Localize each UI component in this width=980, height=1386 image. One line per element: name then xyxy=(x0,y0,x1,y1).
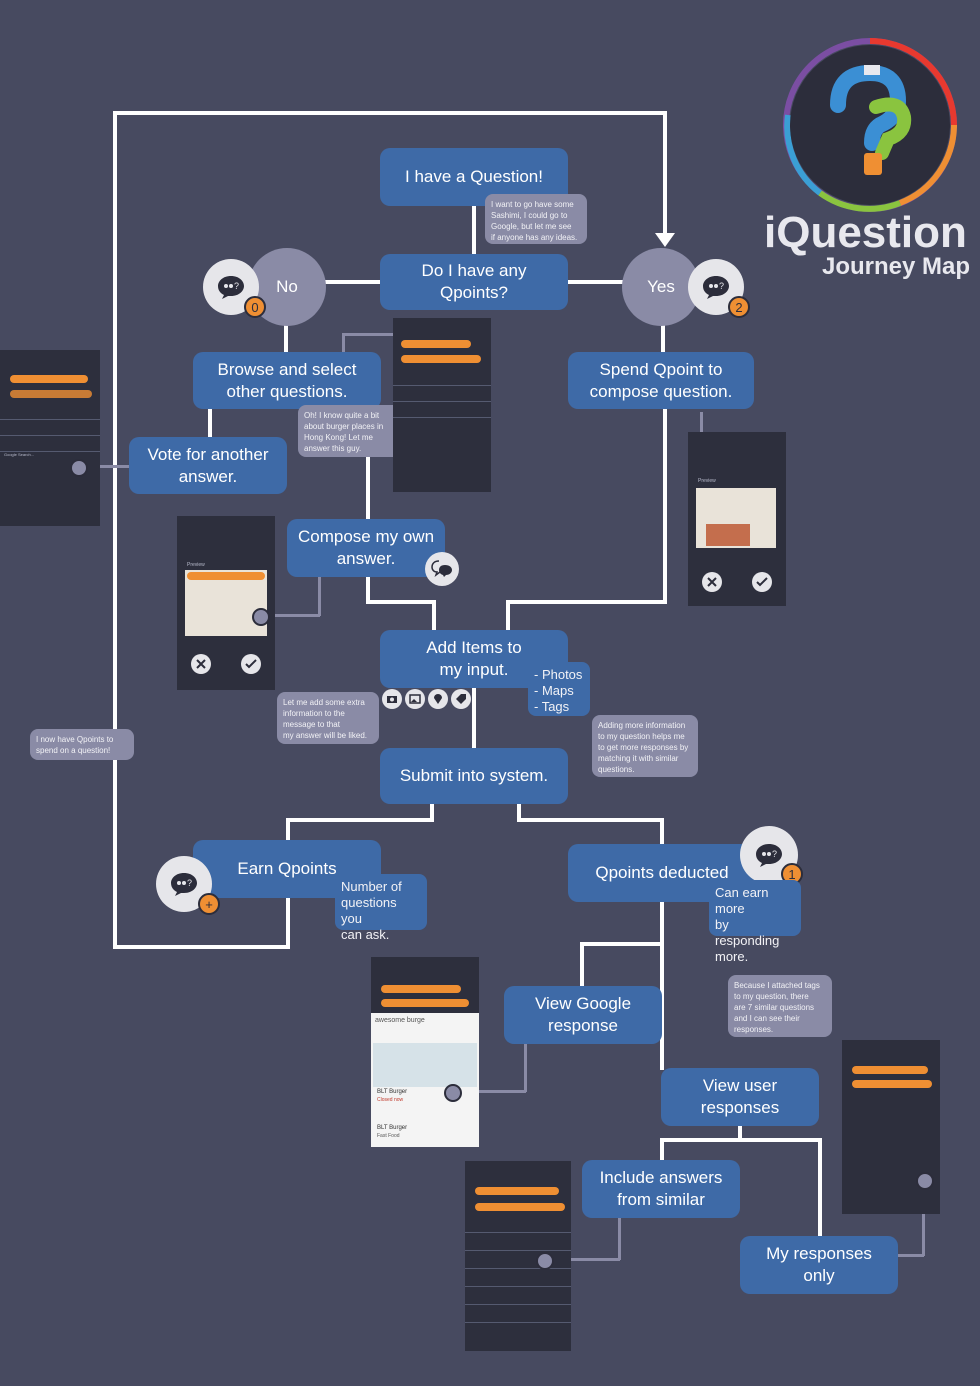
search-label: Google Search... xyxy=(4,452,35,457)
svg-text:?: ? xyxy=(772,849,777,859)
connector-dot xyxy=(444,1084,462,1102)
logo-title: iQuestion xyxy=(764,208,967,257)
node-submit: Submit into system. xyxy=(380,748,568,804)
result-note: Closed now xyxy=(377,1097,404,1103)
confirm-icon[interactable] xyxy=(752,572,772,592)
node-browse: Browse and select other questions. xyxy=(193,352,381,409)
connector-dot xyxy=(70,459,88,477)
google-query: awesome burge xyxy=(375,1017,425,1024)
connector-dot xyxy=(536,1252,554,1270)
qpoint-count-badge: 2 xyxy=(728,296,750,318)
phone-mockup-preview-answer: Preview xyxy=(177,516,275,690)
compose-answer-icon xyxy=(425,552,459,586)
note-tags: Because I attached tags to my question, … xyxy=(728,975,832,1037)
confirm-icon[interactable] xyxy=(241,654,261,674)
node-vote: Vote for another answer. xyxy=(129,437,287,494)
logo-subtitle: Journey Map xyxy=(822,253,971,280)
connector-dot xyxy=(252,608,270,626)
node-include: Include answers from similar xyxy=(582,1160,740,1218)
result-title: BLT Burger xyxy=(377,1089,408,1095)
preview-label: Preview xyxy=(187,562,205,568)
preview-label: Preview xyxy=(698,478,716,484)
tag-icon xyxy=(451,689,471,709)
node-have-question: I have a Question! xyxy=(380,148,568,206)
connector-dot xyxy=(916,1172,934,1190)
node-yes: Yes xyxy=(622,248,700,326)
note-extra-info: Let me add some extra information to the… xyxy=(277,692,379,744)
result-note: Fast Food xyxy=(377,1133,400,1139)
note-sashimi: I want to go have some Sashimi, I could … xyxy=(485,194,587,244)
node-view-google: View Google response xyxy=(504,986,662,1044)
note-adding-info: Adding more information to my question h… xyxy=(592,715,698,777)
cancel-icon[interactable] xyxy=(702,572,722,592)
logo xyxy=(780,35,960,215)
note-items-list: - Photos - Maps - Tags xyxy=(528,662,590,716)
plus-badge: + xyxy=(198,893,220,915)
media-icons xyxy=(382,689,474,711)
note-now-have: I now have Qpoints to spend on a questio… xyxy=(30,729,134,760)
phone-mockup-questions xyxy=(393,318,491,492)
svg-text:?: ? xyxy=(234,281,239,291)
chat-bubble-icon: ? xyxy=(688,259,744,315)
note-burger: Oh! I know quite a bit about burger plac… xyxy=(298,405,402,457)
node-my-responses: My responses only xyxy=(740,1236,898,1294)
note-number-of: Number of questions you can ask. xyxy=(335,874,427,942)
chat-bubble-icon: ? xyxy=(203,259,259,315)
phone-mockup-google: awesome burge BLT Burger Closed now BLT … xyxy=(371,957,479,1147)
node-view-user: View user responses xyxy=(661,1068,819,1126)
note-can-earn: Can earn more by responding more. xyxy=(709,880,801,964)
arrow-head xyxy=(655,233,675,247)
qpoint-count-badge: 0 xyxy=(244,296,266,318)
svg-text:?: ? xyxy=(187,878,192,888)
cancel-icon[interactable] xyxy=(191,654,211,674)
svg-text:?: ? xyxy=(719,281,724,291)
node-compose: Compose my own answer. xyxy=(287,519,445,577)
camera-icon xyxy=(382,689,402,709)
photo-icon xyxy=(405,689,425,709)
phone-mockup-preview-question: Preview xyxy=(688,432,786,606)
phone-mockup-similar xyxy=(465,1161,571,1351)
chat-bubble-icon: ? xyxy=(740,826,798,884)
node-have-qpoints: Do I have any Qpoints? xyxy=(380,254,568,310)
map-pin-icon xyxy=(428,689,448,709)
phone-mockup-list: Google Search... xyxy=(0,350,100,526)
node-spend: Spend Qpoint to compose question. xyxy=(568,352,754,409)
question-mark-logo-icon xyxy=(783,38,957,212)
result-title: BLT Burger xyxy=(377,1125,408,1131)
